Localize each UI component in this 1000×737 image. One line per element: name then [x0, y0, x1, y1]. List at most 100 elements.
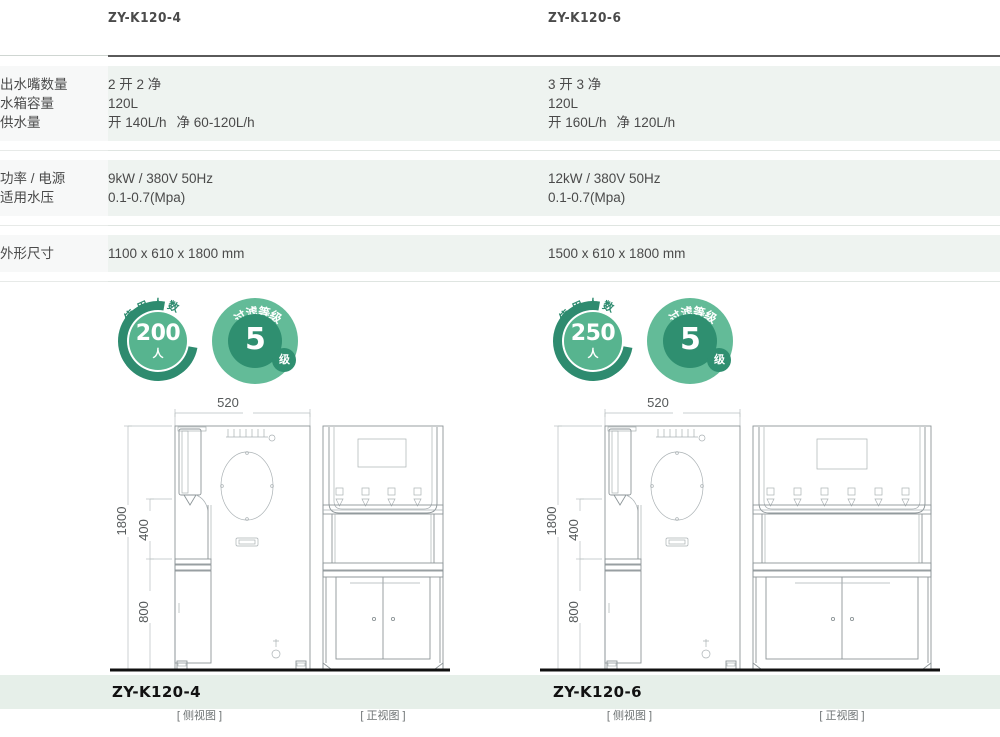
dim-520-1: 520 — [217, 395, 239, 410]
row-value-group1-model1: 2 开 2 净 120L 开 140L/h 净 60-120L/h — [108, 66, 548, 141]
value-supply-pure-1: 净 60-120L/h — [176, 115, 255, 130]
rule-cell-label — [0, 46, 108, 66]
row-value-group3-model2: 1500 x 610 x 1800 mm — [548, 235, 1000, 272]
row-label-power: 功率 / 电源 适用水压 — [0, 160, 108, 216]
table-row: 出水嘴数量 水箱容量 供水量 2 开 2 净 120L 开 140L/h 净 60… — [0, 66, 1000, 141]
badge-disc — [564, 312, 622, 370]
caption-side-view-1: [ 侧视图 ] — [176, 710, 223, 722]
table-row: 功率 / 电源 适用水压 9kW / 380V 50Hz 0.1-0.7(Mpa… — [0, 160, 1000, 216]
footer-model-bar: ZY-K120-4 ZY-K120-6 — [0, 675, 1000, 709]
row-label-taps: 出水嘴数量 水箱容量 供水量 — [0, 66, 108, 141]
model-title-1: ZY-K120-4 — [108, 10, 182, 26]
value-tank-1: 120L — [108, 96, 139, 111]
divider-line — [0, 281, 108, 282]
caption-side-view-2: [ 侧视图 ] — [606, 710, 653, 722]
dim-520-2: 520 — [647, 395, 669, 410]
dim-400-2: 400 — [566, 519, 581, 541]
value-pressure-2: 0.1-0.7(Mpa) — [548, 190, 626, 205]
divider-cell-1b — [548, 141, 1000, 160]
divider-line — [548, 281, 1000, 282]
value-size-1: 1100 x 610 x 1800 mm — [108, 246, 245, 261]
row-label-size: 外形尺寸 — [0, 235, 108, 272]
row-divider-3 — [0, 272, 1000, 291]
divider-line — [548, 225, 1000, 226]
divider-label-cell-3 — [0, 272, 108, 291]
drawing-svg-model-2: 520 1800 400 800 — [540, 395, 940, 681]
front-view-drawing-2 — [752, 425, 932, 670]
drawing-svg-model-1: 520 1800 400 800 — [110, 395, 450, 681]
badge-grade-value-2: 5 — [680, 322, 701, 357]
badge-filter-grade-2: 过滤等级 5 级 — [647, 298, 734, 384]
dimension-lines-side-2: 520 1800 400 800 — [544, 395, 741, 670]
rule-cell-1 — [108, 46, 548, 66]
row-divider-1 — [0, 141, 1000, 160]
table-header-row: ZY-K120-4 ZY-K120-6 — [0, 0, 1000, 46]
tap-row-2 — [766, 487, 910, 507]
badge-grade-value-1: 5 — [245, 322, 266, 357]
label-tank: 水箱容量 — [0, 96, 54, 111]
dimension-lines-side-1: 520 1800 400 800 — [114, 395, 311, 670]
value-supply-hot-1: 开 140L/h — [108, 115, 167, 130]
badge-grade-unit-2: 级 — [707, 348, 732, 372]
caption-front-view-1: [ 正视图 ] — [360, 710, 406, 722]
technical-drawings: 520 1800 400 800 — [0, 391, 1000, 691]
badge-filter-grade-1: 过滤等级 5 级 — [212, 298, 299, 384]
badge-people-value-1: 200 — [135, 321, 181, 346]
label-size: 外形尺寸 — [0, 246, 54, 261]
divider-line — [0, 150, 108, 151]
value-power-2: 12kW / 380V 50Hz — [548, 171, 661, 186]
table-row: 外形尺寸 1100 x 610 x 1800 mm 1500 x 610 x 1… — [0, 235, 1000, 272]
badge-usage-capacity-1: 200 人 使用人数 — [102, 285, 214, 397]
divider-line — [108, 225, 548, 226]
label-pressure: 适用水压 — [0, 190, 54, 205]
dim-400-1: 400 — [136, 519, 151, 541]
footer-model-1: ZY-K120-4 — [112, 683, 201, 701]
dim-1800-1: 1800 — [114, 507, 129, 536]
side-view-drawing-1 — [174, 425, 311, 670]
drawing-panel-model-1: 520 1800 400 800 — [110, 391, 450, 681]
rule-cell-2 — [548, 46, 1000, 66]
header-spacer — [0, 0, 108, 46]
divider-cell-1a — [108, 141, 548, 160]
header-rule-2 — [548, 55, 1000, 57]
divider-line — [108, 281, 548, 282]
label-power: 功率 / 电源 — [0, 171, 66, 186]
value-pressure-1: 0.1-0.7(Mpa) — [108, 190, 186, 205]
value-size-2: 1500 x 610 x 1800 mm — [548, 246, 686, 261]
specification-table: ZY-K120-4 ZY-K120-6 出水嘴数量 水箱容量 供水量 2 开 2… — [0, 0, 1000, 291]
badge-people-unit-1: 人 — [152, 348, 164, 360]
divider-label-cell-2 — [0, 216, 108, 235]
value-taps-2: 3 开 3 净 — [548, 77, 602, 92]
tap-row-1 — [335, 487, 422, 507]
front-view-drawing-1 — [322, 425, 444, 670]
label-taps: 出水嘴数量 — [0, 77, 68, 92]
badge-people-unit-2: 人 — [587, 348, 599, 360]
value-tank-2: 120L — [548, 96, 579, 111]
badge-grade-unit-1: 级 — [272, 348, 297, 372]
value-taps-1: 2 开 2 净 — [108, 77, 162, 92]
divider-line — [108, 150, 548, 151]
divider-label-cell-1 — [0, 141, 108, 160]
divider-cell-3a — [108, 272, 548, 291]
divider-cell-2b — [548, 216, 1000, 235]
divider-cell-3b — [548, 272, 1000, 291]
divider-line — [548, 150, 1000, 151]
footer-model-2: ZY-K120-6 — [553, 683, 642, 701]
rule-thin — [0, 55, 108, 56]
badge-people-value-2: 250 — [570, 321, 616, 346]
header-rule-1 — [108, 55, 548, 57]
row-value-group2-model2: 12kW / 380V 50Hz 0.1-0.7(Mpa) — [548, 160, 1000, 216]
header-rule-row — [0, 46, 1000, 66]
caption-front-view-2: [ 正视图 ] — [819, 710, 865, 722]
label-supply: 供水量 — [0, 115, 41, 130]
value-power-1: 9kW / 380V 50Hz — [108, 171, 214, 186]
badge-usage-capacity-2: 250 人 使用人数 — [537, 285, 649, 397]
badge-disc — [129, 312, 187, 370]
value-supply-hot-2: 开 160L/h — [548, 115, 607, 130]
row-value-group3-model1: 1100 x 610 x 1800 mm — [108, 235, 548, 272]
